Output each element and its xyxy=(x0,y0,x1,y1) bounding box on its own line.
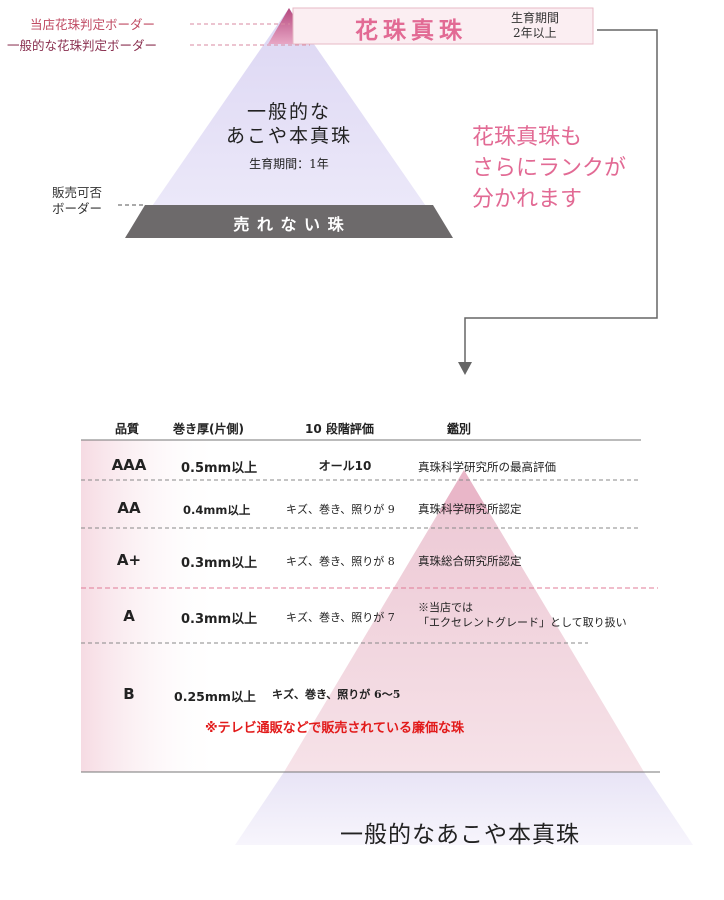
appraisal-aa: 真珠科学研究所認定 xyxy=(418,502,522,516)
general-period: 生育期間：1年 xyxy=(249,157,329,171)
thickness-aa: 0.4mm以上 xyxy=(183,503,251,517)
appraisal-a-plus: 真珠総合研究所認定 xyxy=(418,554,522,568)
thickness-aaa: 0.5mm以上 xyxy=(181,461,258,476)
thickness-b: 0.25mm以上 xyxy=(174,689,256,704)
thickness-a-plus: 0.3mm以上 xyxy=(181,556,258,571)
store-border-label: 当店花珠判定ボーダー xyxy=(30,17,156,32)
grade-aa: AA xyxy=(117,499,141,517)
rating-aa: キズ、巻き、照りが 9 xyxy=(286,503,395,516)
rank-note: 花珠真珠も さらにランクが 分かれます xyxy=(472,122,626,215)
sale-border-line1: 販売可否 xyxy=(52,185,103,200)
grade-a-plus: A+ xyxy=(116,551,142,569)
hanadama-period-line1: 生育期間 xyxy=(511,11,560,25)
sale-border-line2: ボーダー xyxy=(52,201,103,216)
unsold-label: 売 れ な い 珠 xyxy=(233,215,345,234)
top-pyramid xyxy=(130,8,448,238)
rating-a: キズ、巻き、照りが 7 xyxy=(286,611,395,624)
general-border-label: 一般的な花珠判定ボーダー xyxy=(7,38,158,53)
rank-note-line1: 花珠真珠も xyxy=(472,125,583,150)
b-grade-note: ※テレビ通販などで販売されている廉価な珠 xyxy=(205,721,464,736)
header-appraisal: 鑑別 xyxy=(447,422,472,436)
appraisal-aaa: 真珠科学研究所の最高評価 xyxy=(418,460,556,474)
appraisal-a-line1: ※当店では xyxy=(418,601,473,614)
rating-b: キズ、巻き、照りが 6〜5 xyxy=(272,688,401,701)
unsold-band xyxy=(125,205,453,238)
general-pearl-text: 一般的な あこや本真珠 xyxy=(210,100,368,148)
header-quality: 品質 xyxy=(115,422,140,436)
general-pearl-line1: 一般的な xyxy=(246,101,331,123)
arrow-connector xyxy=(464,29,658,362)
grade-a: A xyxy=(123,607,135,625)
hanadama-period-line2: 2年以上 xyxy=(513,26,557,40)
hanadama-box xyxy=(292,7,594,45)
sale-border-label: 販売可否 ボーダー xyxy=(52,185,102,217)
general-pearl-line2: あこや本真珠 xyxy=(225,125,352,147)
grade-b: B xyxy=(123,685,135,703)
header-rating: 10 段階評価 xyxy=(305,422,374,436)
appraisal-a-line2: 「エクセレントグレード」として取り扱い xyxy=(418,616,627,629)
bottom-general-pearl-label: 一般的なあこや本真珠 xyxy=(340,822,580,848)
rating-aaa: オール10 xyxy=(318,459,372,473)
header-thickness: 巻き厚(片側) xyxy=(173,422,244,436)
rank-note-line2: さらにランクが xyxy=(472,156,627,181)
grade-aaa: AAA xyxy=(111,456,147,474)
rank-note-line3: 分かれます xyxy=(472,187,583,212)
thickness-a: 0.3mm以上 xyxy=(181,612,258,627)
hanadama-label: 花珠真珠 xyxy=(355,17,467,44)
big-pyramid-lavender xyxy=(235,772,693,845)
hanadama-period: 生育期間 2年以上 xyxy=(511,11,559,41)
arrow-head xyxy=(458,362,472,375)
appraisal-a: ※当店では 「エクセレントグレード」として取り扱い xyxy=(418,600,627,630)
rating-a-plus: キズ、巻き、照りが 8 xyxy=(286,555,395,568)
